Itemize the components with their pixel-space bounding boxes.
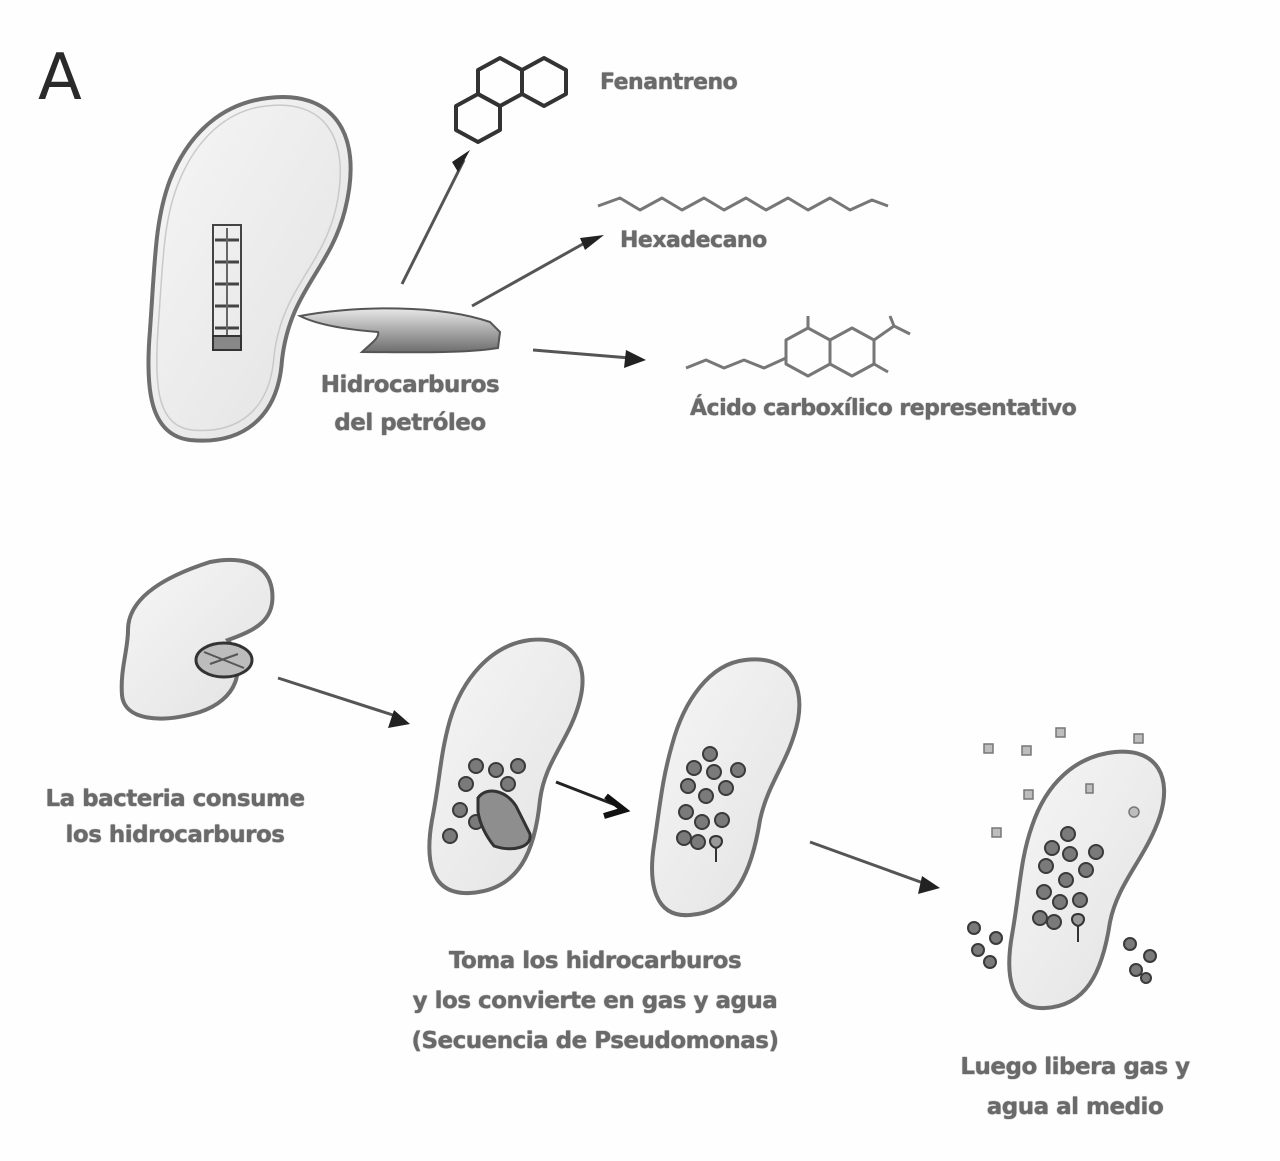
label-step2-line2: y los convierte en gas y agua [412, 988, 778, 1014]
label-step1-line2: los hidrocarburos [65, 822, 285, 848]
bacterium-releasing [1007, 749, 1166, 1011]
arrow-to-chain [471, 235, 604, 308]
label-step3-line1: Luego libera gas y [960, 1054, 1190, 1080]
aromatic-rings-icon [454, 56, 568, 144]
label-source-line1: Hidrocarburos [320, 372, 500, 398]
plasmid-gene-icon [212, 224, 242, 351]
label-step2-line3: (Secuencia de Pseudomonas) [411, 1028, 779, 1054]
arrow-step2a-to-step2b [555, 780, 631, 819]
label-step3-line2: agua al medio [986, 1094, 1164, 1120]
granules-group-a [442, 758, 526, 844]
arrow-to-acid [532, 348, 646, 368]
aliphatic-chain-icon [597, 196, 889, 212]
panel-letter: A [38, 41, 82, 115]
arrow-step1-to-step2 [277, 676, 410, 728]
label-step1-line1: La bacteria consume [45, 786, 305, 812]
released-gas-particles [983, 727, 1144, 838]
label-acid: Ácido carboxílico representativo [690, 396, 1077, 421]
label-source-line2: del petróleo [334, 410, 486, 436]
granules-group-b [676, 746, 746, 862]
fatty-acid-icon [685, 315, 911, 378]
hydrocarbon-fragment-icon [476, 789, 532, 851]
arrow-to-aromatic [400, 150, 470, 285]
granules-group-c [1032, 826, 1104, 942]
bacterium-consuming [119, 557, 275, 721]
label-aromatic: Fenantreno [600, 70, 738, 95]
released-water-particles [967, 921, 1157, 984]
bacterium-metabolizing [427, 637, 585, 896]
label-chain: Hexadecano [620, 228, 767, 253]
label-step2-line1: Toma los hidrocarburos [448, 948, 742, 974]
arrow-step2-to-step3 [809, 840, 940, 894]
engulfed-droplet-icon [194, 641, 254, 679]
hydrocarbon-slab-icon [296, 307, 502, 354]
bacterium-large [146, 95, 353, 443]
